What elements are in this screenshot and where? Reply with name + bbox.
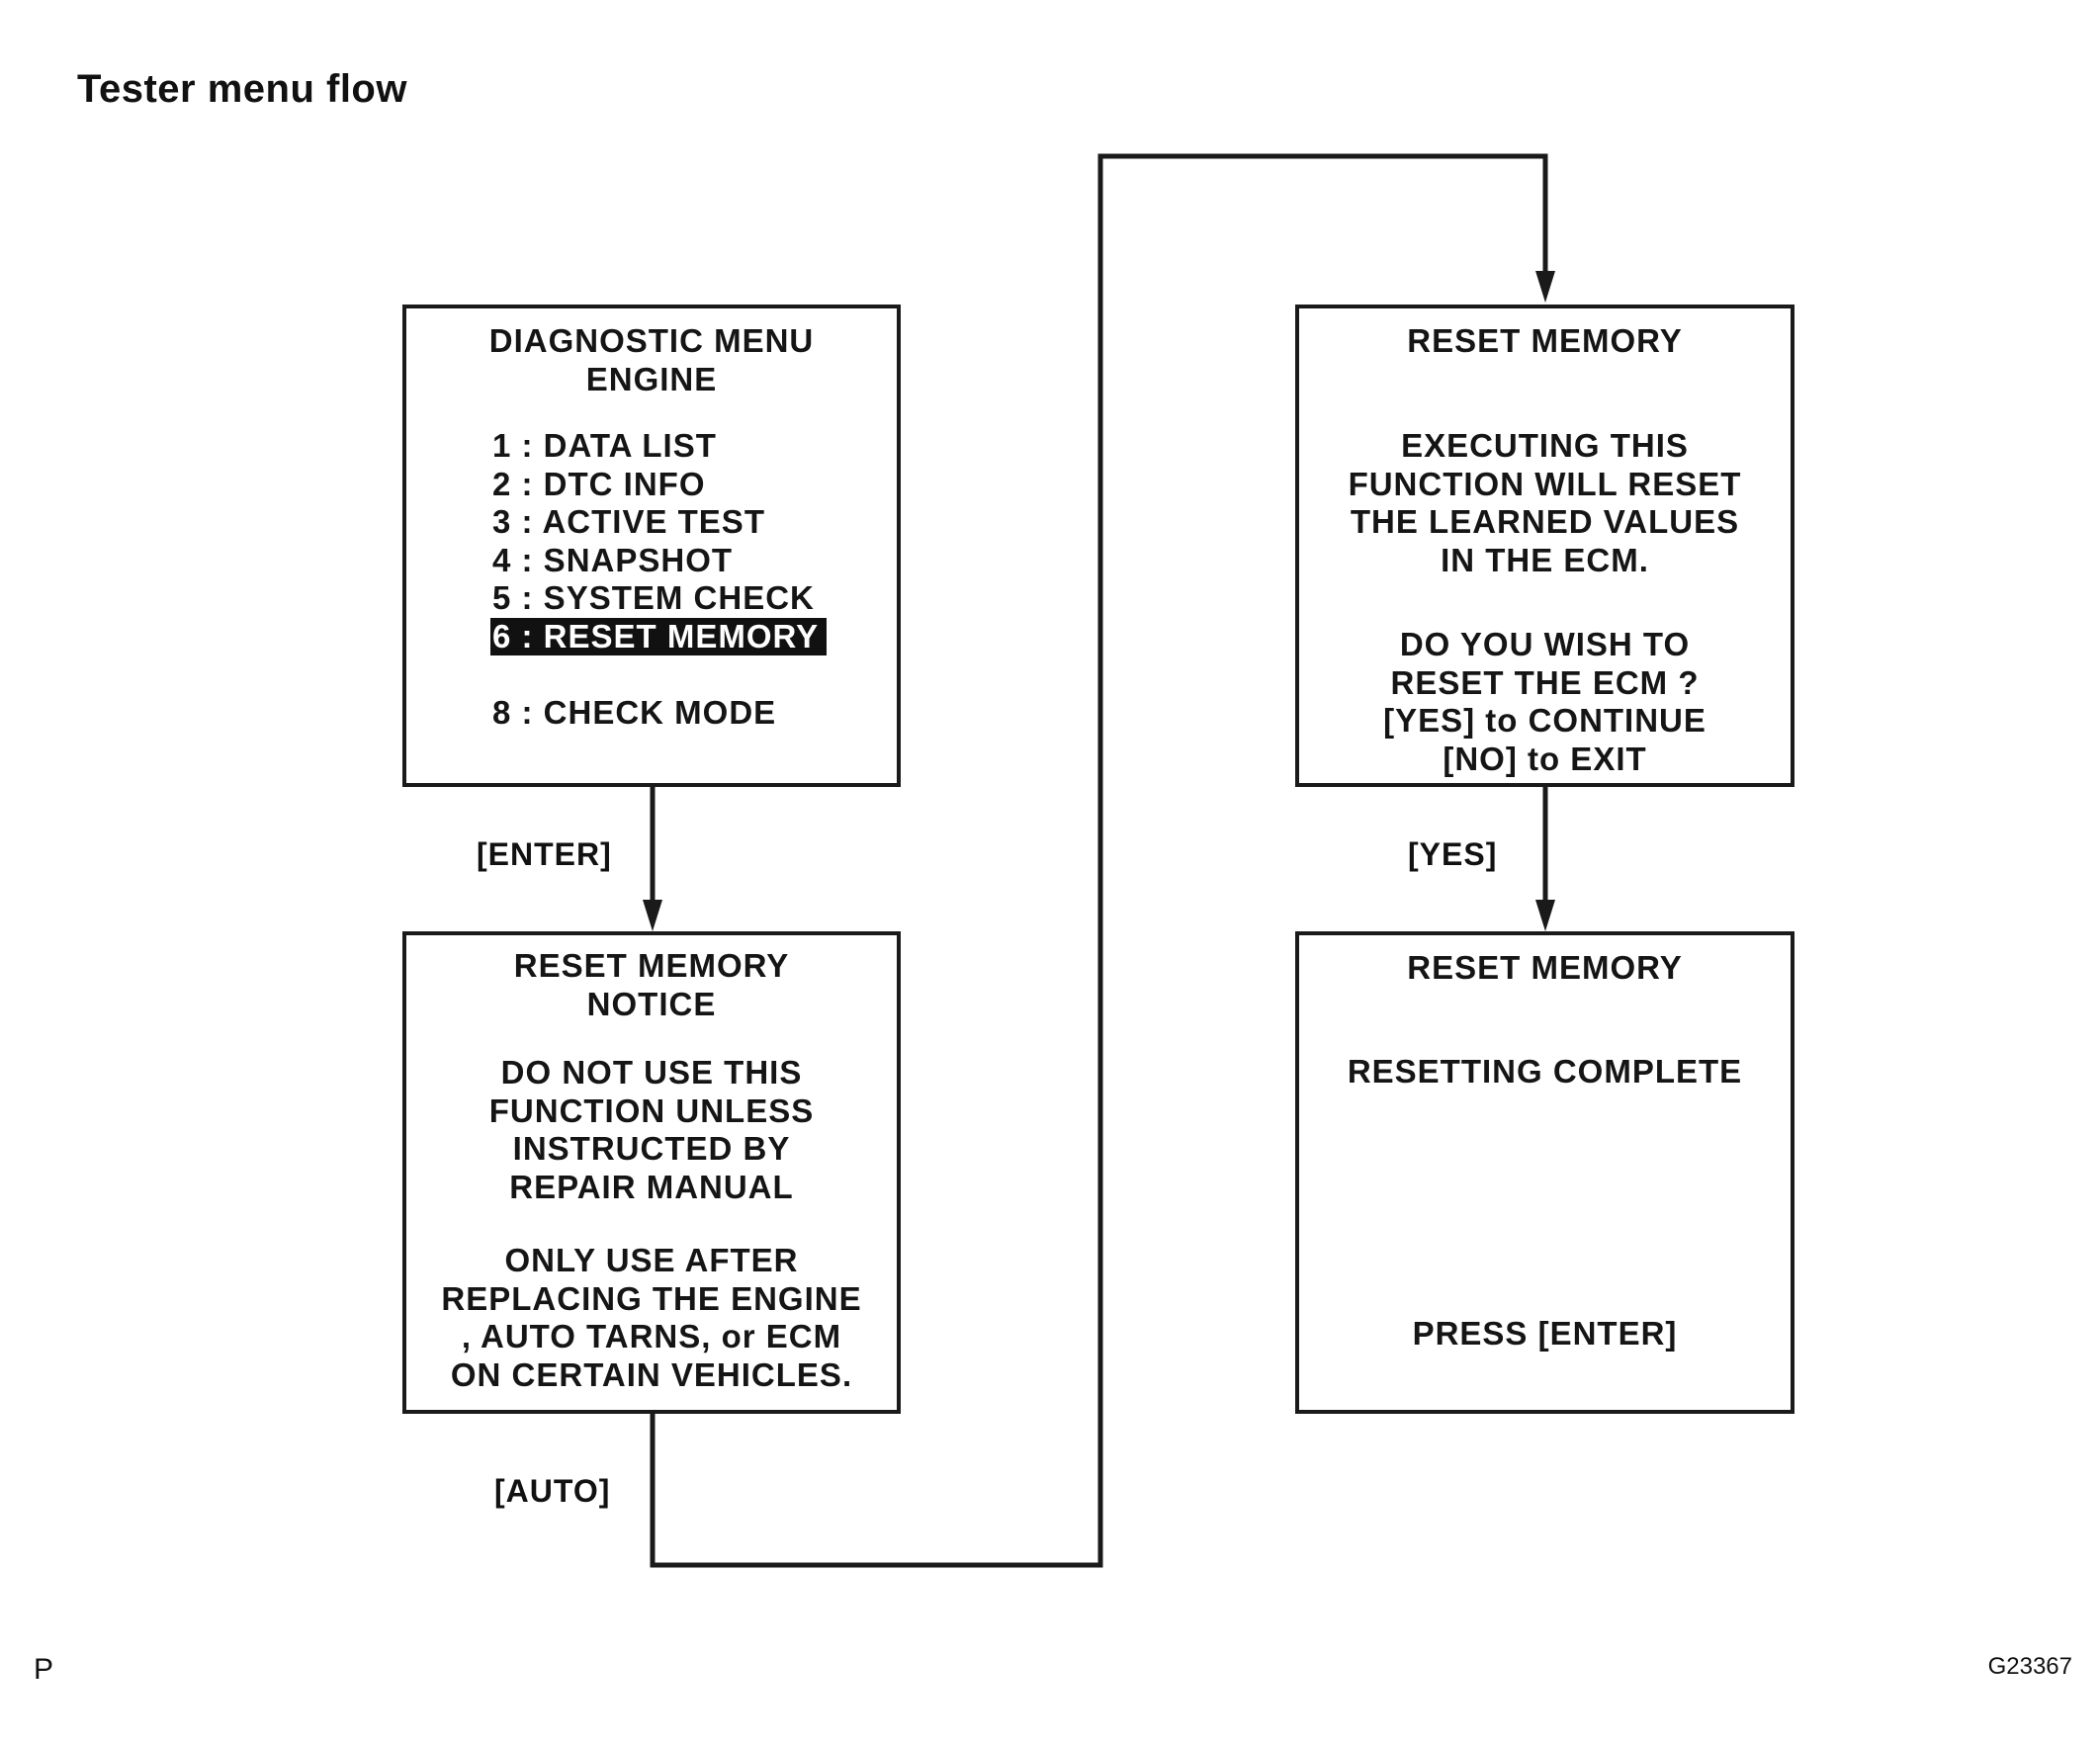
page-corner-mark: P: [34, 1653, 54, 1686]
confirm-no-option[interactable]: [NO] to EXIT: [1443, 740, 1647, 777]
diagnostic-menu-subtitle: ENGINE: [585, 360, 718, 397]
reset-complete-screen: RESET MEMORY RESETTING COMPLETE PRESS [E…: [1295, 931, 1794, 1414]
confirm-question-line: RESET THE ECM ?: [1390, 663, 1700, 701]
notice-usage-line: , AUTO TARNS, or ECM: [461, 1318, 842, 1354]
reset-notice-screen: RESET MEMORY NOTICE DO NOT USE THIS FUNC…: [402, 931, 901, 1414]
notice-warning-line: REPAIR MANUAL: [509, 1168, 794, 1205]
reset-confirm-screen: RESET MEMORY EXECUTING THIS FUNCTION WIL…: [1295, 305, 1794, 787]
menu-item-check-mode[interactable]: 8 : CHECK MODE: [492, 693, 777, 731]
menu-item-snapshot[interactable]: 4 : SNAPSHOT: [492, 541, 734, 578]
reset-notice-usage: ONLY USE AFTER REPLACING THE ENGINE , AU…: [406, 1242, 897, 1394]
reset-notice-subtitle: NOTICE: [586, 985, 717, 1022]
yes-edge-label: [YES]: [1408, 836, 1498, 872]
reset-confirm-description: EXECUTING THIS FUNCTION WILL RESET THE L…: [1299, 427, 1791, 579]
notice-usage-line: ONLY USE AFTER: [504, 1242, 799, 1278]
menu-item-data-list[interactable]: 1 : DATA LIST: [492, 427, 717, 464]
menu-item-system-check[interactable]: 5 : SYSTEM CHECK: [492, 579, 815, 616]
confirm-description-line: IN THE ECM.: [1441, 541, 1649, 578]
figure-code: G23367: [1987, 1653, 2072, 1680]
yes-arrowhead-icon: [1535, 900, 1555, 931]
enter-edge-label: [ENTER]: [477, 836, 612, 872]
confirm-description-line: THE LEARNED VALUES: [1350, 503, 1740, 540]
reset-notice-title: RESET MEMORY: [513, 947, 790, 984]
auto-arrowhead-icon: [1535, 271, 1555, 303]
reset-complete-status: RESETTING COMPLETE: [1347, 1053, 1743, 1090]
reset-complete-title: RESET MEMORY: [1407, 949, 1683, 986]
menu-item-dtc-info[interactable]: 2 : DTC INFO: [492, 465, 706, 502]
page-title: Tester menu flow: [77, 67, 407, 111]
diagnostic-menu-list: 1 : DATA LIST 2 : DTC INFO 3 : ACTIVE TE…: [490, 427, 828, 732]
diagnostic-menu-title: DIAGNOSTIC MENU: [488, 322, 815, 359]
press-enter-prompt[interactable]: PRESS [ENTER]: [1412, 1315, 1678, 1352]
confirm-yes-option[interactable]: [YES] to CONTINUE: [1383, 702, 1706, 739]
notice-usage-line: ON CERTAIN VEHICLES.: [450, 1355, 853, 1393]
auto-connector-line: [650, 153, 1548, 1568]
confirm-question-line: DO YOU WISH TO: [1399, 626, 1691, 662]
reset-confirm-title: RESET MEMORY: [1407, 322, 1683, 359]
menu-item-active-test[interactable]: 3 : ACTIVE TEST: [492, 503, 765, 540]
notice-warning-line: INSTRUCTED BY: [512, 1130, 791, 1167]
confirm-description-line: EXECUTING THIS: [1401, 427, 1689, 464]
menu-item-reset-memory[interactable]: 6 : RESET MEMORY: [490, 617, 828, 655]
auto-edge-label: [AUTO]: [494, 1473, 611, 1509]
enter-arrowhead-icon: [643, 900, 662, 931]
notice-warning-line: DO NOT USE THIS: [500, 1054, 803, 1091]
diagnostic-menu-screen: DIAGNOSTIC MENU ENGINE 1 : DATA LIST 2 :…: [402, 305, 901, 787]
reset-notice-warning: DO NOT USE THIS FUNCTION UNLESS INSTRUCT…: [406, 1054, 897, 1206]
reset-confirm-question: DO YOU WISH TO RESET THE ECM ? [YES] to …: [1299, 626, 1791, 778]
notice-usage-line: REPLACING THE ENGINE: [441, 1279, 862, 1317]
notice-warning-line: FUNCTION UNLESS: [488, 1091, 815, 1129]
menu-gap: [492, 655, 827, 694]
confirm-description-line: FUNCTION WILL RESET: [1348, 465, 1742, 502]
